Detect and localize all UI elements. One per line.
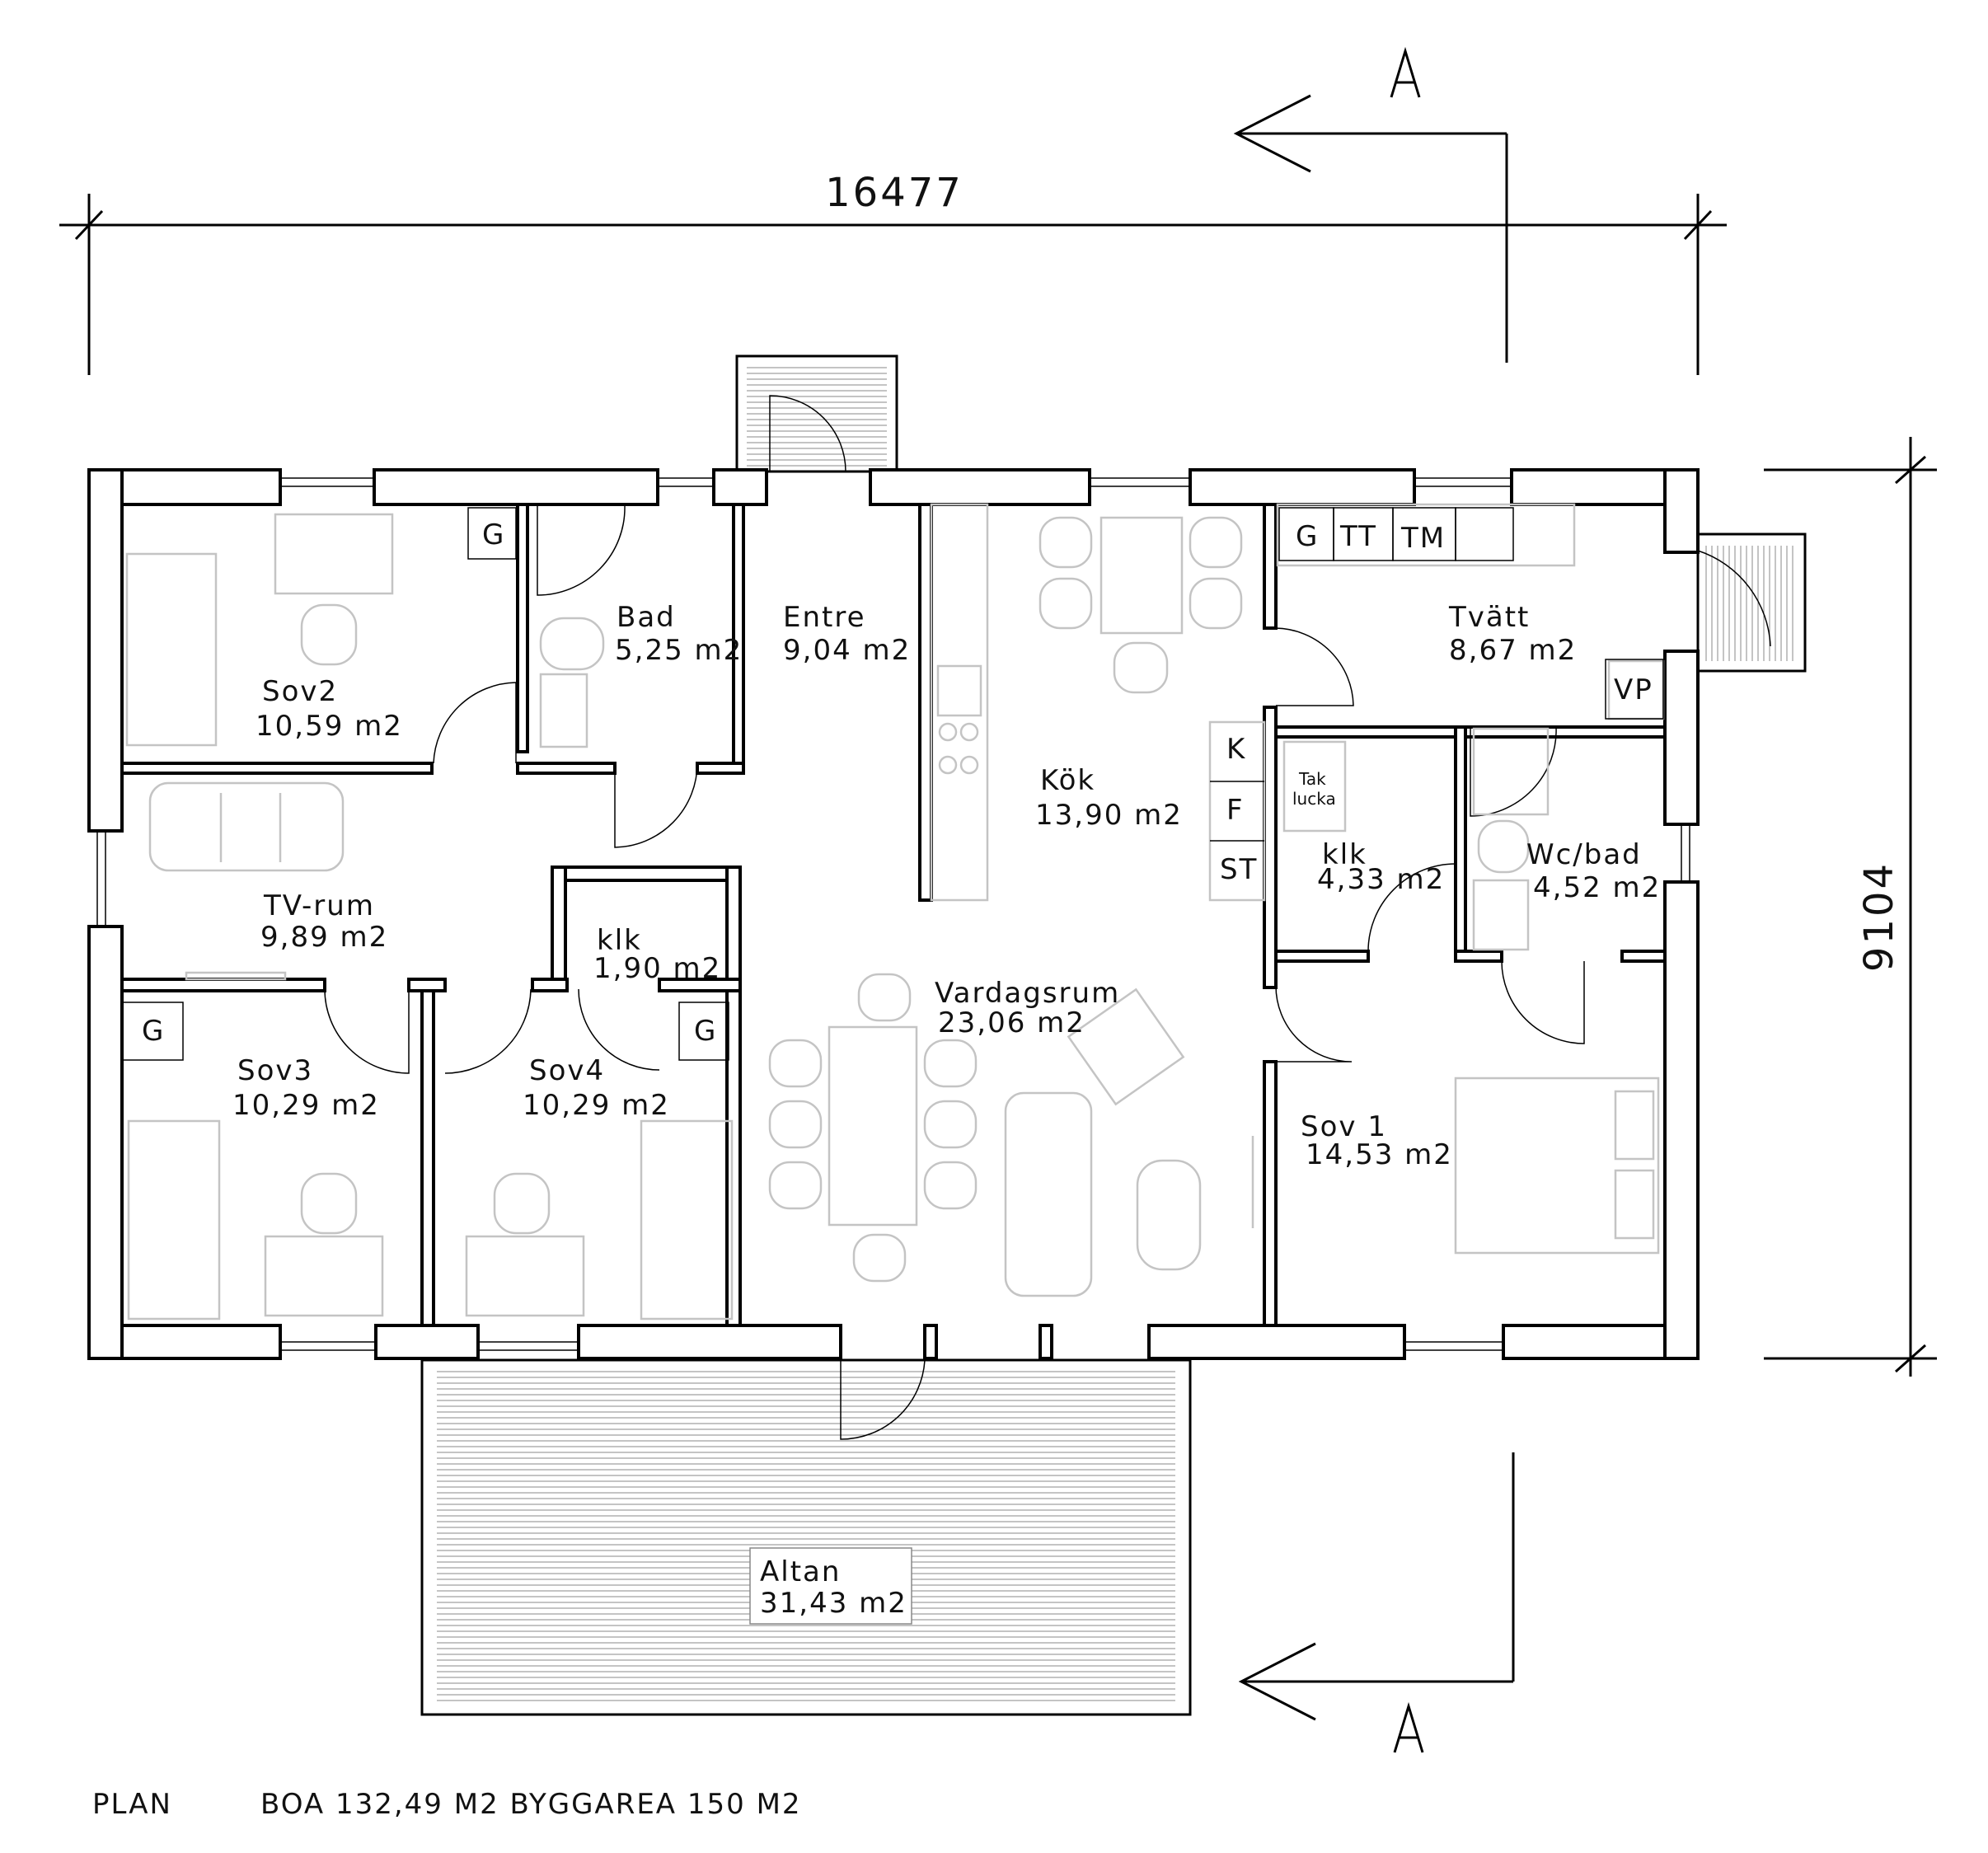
gas-box-sov2: G xyxy=(482,518,505,551)
klk-mid-area: 4,33 m2 xyxy=(1317,863,1445,896)
altan-deck: Altan 31,43 m2 xyxy=(420,1358,1192,1716)
sov2-name: Sov2 xyxy=(262,675,338,708)
f-box: F xyxy=(1226,794,1245,827)
kok-name: Kök xyxy=(1040,764,1095,797)
exterior-walls xyxy=(87,468,1700,1360)
area-info: BOA 132,49 M2 BYGGAREA 150 M2 xyxy=(260,1788,802,1821)
gas-box-sov4: G xyxy=(694,1015,717,1048)
section-marker-bottom xyxy=(1238,1452,1515,1753)
tvatt-area: 8,67 m2 xyxy=(1449,634,1577,667)
taklucka-line2: lucka xyxy=(1292,789,1336,809)
vardagsrum-area: 23,06 m2 xyxy=(938,1006,1085,1039)
wcbad-area: 4,52 m2 xyxy=(1533,871,1661,904)
taklucka-line1: Tak xyxy=(1298,769,1326,789)
sov4-area: 10,29 m2 xyxy=(523,1089,670,1122)
sov1-area: 14,53 m2 xyxy=(1306,1138,1453,1171)
bad-name: Bad xyxy=(617,601,676,634)
altan-name: Altan xyxy=(760,1555,841,1588)
footer: PLAN BOA 132,49 M2 BYGGAREA 150 M2 xyxy=(92,1788,802,1821)
tt-box: TT xyxy=(1339,520,1377,553)
sov3-area: 10,29 m2 xyxy=(232,1089,380,1122)
room-labels: Sov2 10,59 m2 Bad 5,25 m2 Entre 9,04 m2 … xyxy=(232,601,1661,1171)
width-dimension-label: 16477 xyxy=(825,170,964,216)
altan-area: 31,43 m2 xyxy=(760,1587,907,1620)
vp-box: VP xyxy=(1614,673,1653,706)
vardagsrum-name: Vardagsrum xyxy=(935,977,1120,1010)
side-steps xyxy=(1696,532,1807,673)
st-box: ST xyxy=(1220,853,1258,886)
sov3-name: Sov3 xyxy=(237,1054,313,1087)
k-box: K xyxy=(1226,733,1246,766)
tvrum-name: TV-rum xyxy=(263,889,375,922)
gas-box-sov3: G xyxy=(142,1015,165,1048)
klk-mid-name: klk xyxy=(1322,838,1367,871)
tm-box: TM xyxy=(1400,522,1446,555)
tvatt-name: Tvätt xyxy=(1448,601,1530,634)
wcbad-name: Wc/bad xyxy=(1526,838,1642,871)
entre-name: Entre xyxy=(783,601,866,634)
bad-area: 5,25 m2 xyxy=(615,634,743,667)
dimension-width: 16477 xyxy=(59,170,1727,375)
gas-box-tvatt: G xyxy=(1296,520,1319,553)
entre-area: 9,04 m2 xyxy=(783,634,911,667)
kok-area: 13,90 m2 xyxy=(1035,799,1183,832)
furniture xyxy=(125,503,1665,1321)
sov1-name: Sov 1 xyxy=(1301,1110,1387,1143)
doors xyxy=(324,395,1771,1440)
klk-small-area: 1,90 m2 xyxy=(593,952,721,985)
front-steps xyxy=(735,354,898,473)
fixture-boxes: G G TT TM VP K F ST Tak lucka G G xyxy=(121,507,1664,1061)
klk-small-name: klk xyxy=(597,924,642,957)
plan-label: PLAN xyxy=(92,1788,172,1821)
sov2-area: 10,59 m2 xyxy=(256,710,403,743)
tvrum-area: 9,89 m2 xyxy=(260,921,388,954)
sov4-name: Sov4 xyxy=(529,1054,605,1087)
dimension-height: 9104 xyxy=(1764,437,1937,1377)
interior-walls xyxy=(120,503,1667,1327)
height-dimension-label: 9104 xyxy=(1856,861,1902,972)
section-marker-top xyxy=(1233,46,1508,363)
